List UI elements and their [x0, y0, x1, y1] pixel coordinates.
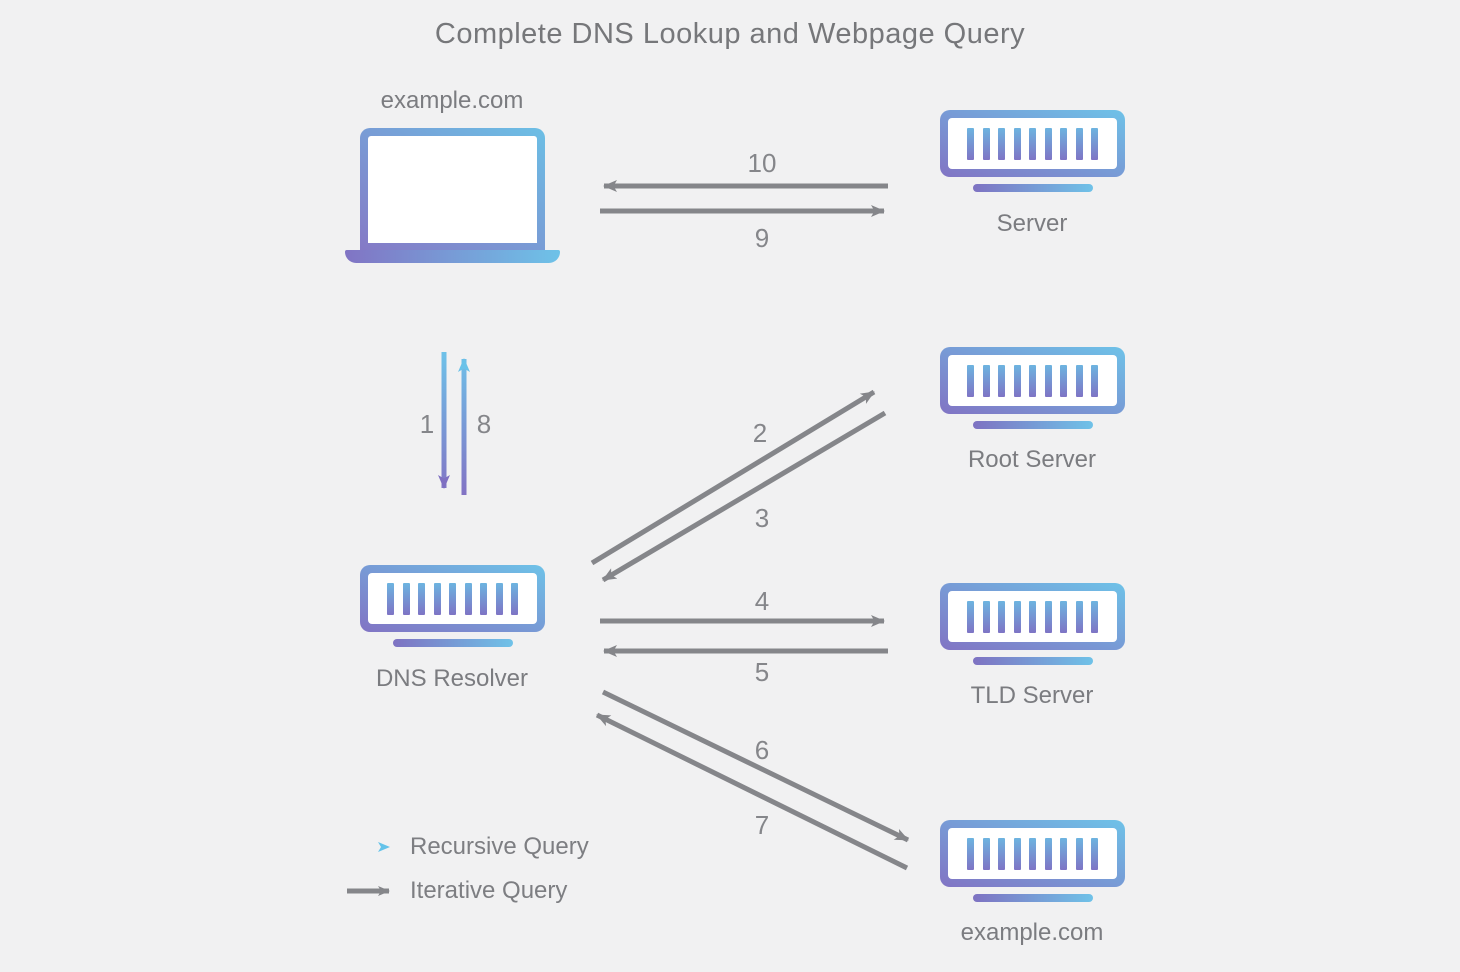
step-label-6: 6 — [754, 735, 770, 765]
step-label-4: 4 — [754, 586, 770, 616]
auth-server-label: example.com — [960, 919, 1104, 946]
server-vents — [948, 355, 1117, 406]
web-server-icon — [940, 110, 1125, 177]
web-server-base — [973, 184, 1093, 192]
arrow-step-2 — [590, 389, 876, 566]
legend-recursive: Recursive Query — [345, 833, 589, 860]
tld-server-label: TLD Server — [970, 682, 1094, 709]
laptop-screen — [368, 136, 537, 243]
server-vents — [948, 591, 1117, 642]
step-label-7: 7 — [754, 810, 770, 840]
client-label: example.com — [380, 87, 524, 114]
diagram-title: Complete DNS Lookup and Webpage Query — [434, 18, 1026, 50]
step-label-3: 3 — [754, 503, 770, 533]
arrow-step-7 — [595, 712, 909, 871]
step-label-9: 9 — [754, 223, 770, 253]
tld-server-icon — [940, 583, 1125, 650]
step-label-8: 8 — [476, 409, 492, 439]
arrow-step-3 — [601, 410, 887, 583]
dns-resolver-label: DNS Resolver — [375, 665, 529, 692]
dns-resolver-base — [393, 639, 513, 647]
step-label-5: 5 — [754, 657, 770, 687]
server-vents — [948, 828, 1117, 879]
legend-recursive-label: Recursive Query — [410, 833, 589, 860]
root-server-label: Root Server — [967, 446, 1097, 473]
step-label-1: 1 — [419, 409, 435, 439]
step-label-10: 10 — [747, 148, 777, 178]
server-vents — [368, 573, 537, 624]
dns-resolver-icon — [360, 565, 545, 632]
laptop-icon — [360, 128, 545, 251]
legend-iterative: Iterative Query — [345, 877, 567, 904]
legend-iterative-label: Iterative Query — [410, 877, 568, 904]
recursive-query-arrow-icon — [347, 842, 390, 852]
step-label-2: 2 — [752, 418, 768, 448]
server-vents — [948, 118, 1117, 169]
root-server-base — [973, 421, 1093, 429]
tld-server-base — [973, 657, 1093, 665]
arrow-step-6 — [601, 689, 910, 843]
laptop-base — [345, 250, 560, 263]
web-server-label: Server — [996, 210, 1068, 237]
auth-server-icon — [940, 820, 1125, 887]
root-server-icon — [940, 347, 1125, 414]
iterative-query-arrow-icon — [347, 886, 390, 896]
auth-server-base — [973, 894, 1093, 902]
